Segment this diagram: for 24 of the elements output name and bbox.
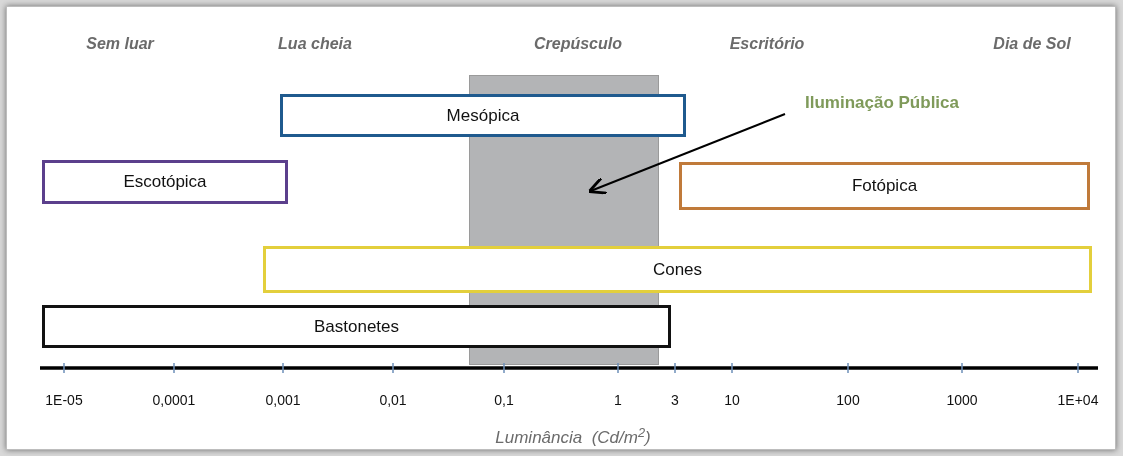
- tick-label: 1E+04: [1057, 391, 1099, 410]
- tick-label: 1: [614, 391, 622, 410]
- range-box: Cones: [263, 246, 1092, 293]
- axis-title: Luminância (Cd/m$^{2}$): [495, 425, 651, 449]
- tick-label: 100: [836, 391, 860, 410]
- tick-label: 3: [671, 391, 679, 410]
- range-box: Fotópica: [679, 162, 1090, 210]
- tick-label: 0,001: [265, 391, 301, 410]
- light-level-label: Crepúsculo: [534, 34, 622, 54]
- tick-label: 1000: [946, 391, 978, 410]
- callout-text: Iluminação Pública: [782, 90, 982, 116]
- light-level-label: Dia de Sol: [993, 34, 1071, 54]
- light-level-label: Escritório: [729, 34, 805, 54]
- leader-arrow: [587, 113, 786, 195]
- tick-label: 0,01: [379, 391, 407, 410]
- tick-label: 1E-05: [45, 391, 83, 410]
- light-level-label: Lua cheia: [278, 34, 352, 54]
- tick-label: 0,0001: [152, 391, 196, 410]
- light-level-label: Sem luar: [86, 34, 154, 54]
- tick-label: 0,1: [494, 391, 514, 410]
- range-box: Bastonetes: [42, 305, 671, 348]
- tick-label: 10: [724, 391, 740, 410]
- range-box: Mesópica: [280, 94, 686, 137]
- range-box: Escotópica: [42, 160, 288, 204]
